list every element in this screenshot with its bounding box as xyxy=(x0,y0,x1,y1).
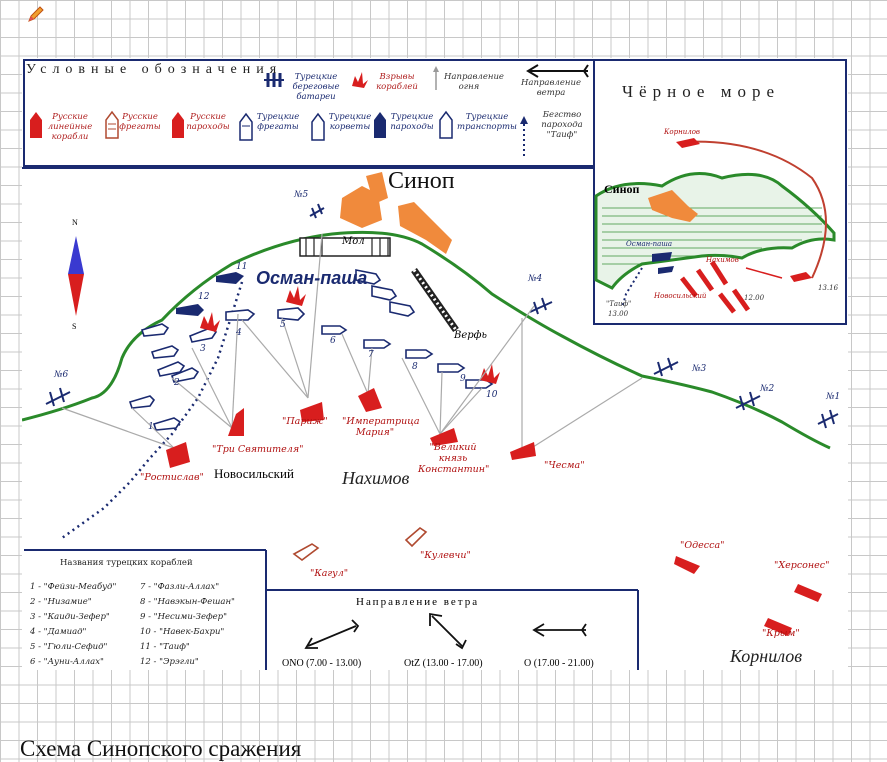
ship-list-item: 5 - "Гюли-Сефид" xyxy=(30,642,108,652)
ru-ship-label: "Херсонес" xyxy=(774,560,830,571)
map-graphics xyxy=(22,59,847,670)
ship-num: 3 xyxy=(200,344,206,354)
ship-list-item: 2 - "Низамие" xyxy=(30,597,92,607)
legend-tr-corvettes: Турецкие корветы xyxy=(328,112,372,132)
inset-nakhimov: Нахимов xyxy=(706,256,739,264)
city-label: Синоп xyxy=(388,168,455,194)
ship-num: 7 xyxy=(368,350,374,360)
osman-pasha-label: Осман-паша xyxy=(256,268,368,288)
battery-icon xyxy=(264,73,284,87)
ship-list-item: 3 - "Каиди-Зефер" xyxy=(30,612,110,622)
legend-ru-battleships: Русские линейные корабли xyxy=(47,112,93,142)
ru-ship-label: "Ростислав" xyxy=(140,472,204,483)
compass-icon xyxy=(68,236,84,316)
wind-panel-title: Направление ветра xyxy=(356,596,480,608)
ship-list-item: 9 - "Несими-Зефер" xyxy=(140,612,228,622)
inset-time-2: 13.16 xyxy=(818,284,839,292)
compass-south: S xyxy=(72,322,77,331)
legend-tr-transports: Турецкие транспорты xyxy=(457,112,517,132)
pencil-icon[interactable] xyxy=(26,4,46,24)
ship-num: 9 xyxy=(460,374,466,384)
ship-list-item: 1 - "Фейзи-Меабуд" xyxy=(30,582,117,592)
ship-list-item: 7 - "Фазли-Аллах" xyxy=(140,582,220,592)
ru-ship-label: "Великий князь Константин" xyxy=(418,442,490,475)
wind-item: O (17.00 - 21.00) xyxy=(524,658,594,669)
wind-arrow-icon xyxy=(526,64,589,78)
ru-ship-label: "Одесса" xyxy=(680,540,725,551)
legend-tr-steamers: Турецкие пароходы xyxy=(390,112,434,132)
ship-num: 5 xyxy=(280,320,286,330)
ru-ship-label: "Три Святителя" xyxy=(212,444,304,455)
ship-list-item: 11 - "Таиф" xyxy=(140,642,190,652)
ship-num: 4 xyxy=(236,328,242,338)
coastline xyxy=(22,230,831,450)
battery-label-4: №4 xyxy=(528,274,543,284)
battery-label-1: №1 xyxy=(826,392,841,402)
ship-list-item: 6 - "Ауни-Аллах" xyxy=(30,657,104,667)
legend-fire-direction: Направление огня xyxy=(444,72,504,92)
ship-num: 8 xyxy=(412,362,418,372)
legend-wind-direction: Направление ветра xyxy=(521,78,581,98)
ru-ship-label: "Чесма" xyxy=(544,460,585,471)
ship-num: 11 xyxy=(236,262,248,272)
battery-label-3: №3 xyxy=(692,364,707,374)
shipyard-label: Верфь xyxy=(454,330,487,341)
inset-time-3: 12.00 xyxy=(744,294,765,302)
compass-north: N xyxy=(72,218,78,227)
legend-title: Условные обозначения xyxy=(26,62,283,77)
ship-list-item: 4 - "Дамиад" xyxy=(30,627,87,637)
ship-list-title: Названия турецких кораблей xyxy=(60,558,193,568)
inset-taif: "Таиф" xyxy=(606,300,632,308)
ship-list-item: 12 - "Эрэгли" xyxy=(140,657,199,667)
ship-num: 10 xyxy=(486,390,498,400)
ru-ship-label: "Крым" xyxy=(762,628,800,639)
battery-label-2: №2 xyxy=(760,384,775,394)
ship-list-item: 10 - "Навек-Бахри" xyxy=(140,627,225,637)
ship-num: 12 xyxy=(198,292,210,302)
wind-item: ONO (7.00 - 13.00) xyxy=(282,658,362,669)
inset-novosilsky: Новосильский xyxy=(654,292,707,300)
kornilov-label: Корнилов xyxy=(730,646,803,666)
mole-label: Мол xyxy=(342,236,365,247)
legend-explosions: Взрывы кораблей xyxy=(376,72,418,92)
inset-sinop: Синоп xyxy=(604,182,640,196)
ship-num: 6 xyxy=(330,336,336,346)
legend-taif-escape: Бегство парохода "Таиф" xyxy=(541,110,583,140)
legend-tr-frigates: Турецкие фрегаты xyxy=(256,112,300,132)
ru-ship-label: "Париж" xyxy=(282,416,328,427)
turkish-ship xyxy=(140,323,170,337)
nakhimov-label: Нахимов xyxy=(342,468,410,488)
battle-map xyxy=(22,58,848,670)
battery-label-5: №5 xyxy=(294,190,309,200)
ship-num: 2 xyxy=(174,378,180,388)
inset-map xyxy=(594,138,836,314)
inset-kornilov: Корнилов xyxy=(664,128,700,136)
ship-list-item: 8 - "Навэкын-Фешан" xyxy=(140,597,235,607)
battery-label-6: №6 xyxy=(54,370,69,380)
caption: Схема Синопского сражения xyxy=(20,736,302,761)
legend-ru-frigates: Русские фрегаты xyxy=(119,112,161,132)
ru-ship-label: "Кагул" xyxy=(310,568,349,579)
ship-num: 1 xyxy=(148,422,154,432)
inset-time-1: 13.00 xyxy=(608,310,629,318)
wind-item: OtZ (13.00 - 17.00) xyxy=(404,658,483,669)
novosilsky-label: Новосильский xyxy=(214,466,294,481)
ru-ship-label: "Кулевчи" xyxy=(420,550,471,561)
ru-ship-label: "Императрица Мария" xyxy=(342,416,420,438)
explosion-icon xyxy=(352,72,368,88)
inset-title: Чёрное море xyxy=(622,82,780,101)
inset-osman: Осман-паша xyxy=(626,240,673,248)
legend-batteries: Турецкие береговые батареи xyxy=(292,72,340,102)
legend-ru-steamers: Русские пароходы xyxy=(186,112,230,132)
